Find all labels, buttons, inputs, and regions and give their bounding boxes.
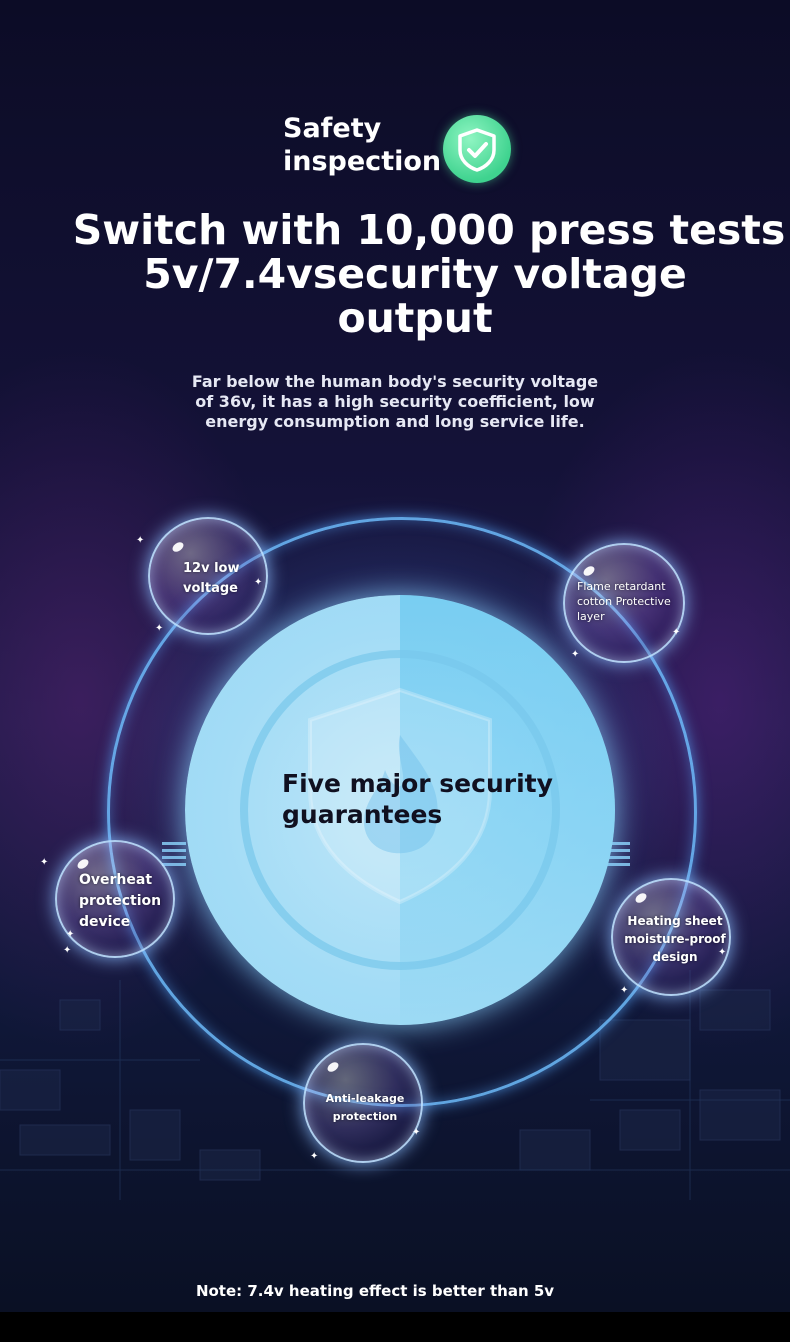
headline-line1: Switch with 10,000 press tests [72, 206, 786, 254]
sparkle-icon: ✦ [40, 857, 49, 868]
headline: Switch with 10,000 press tests 5v/7.4vse… [40, 208, 790, 340]
feature-label: Anti-leakage protection [313, 1090, 417, 1126]
feature-label-line: voltage [183, 581, 238, 596]
headline-line3: output [337, 294, 493, 342]
feature-label-line: layer [577, 610, 605, 623]
feature-bubble-overheat-protection: Overheat protection device [55, 840, 175, 958]
left-stripes-decoration [162, 842, 186, 872]
sparkle-icon: ✦ [155, 623, 164, 634]
bubble-highlight [633, 891, 649, 905]
sparkle-icon: ✦ [66, 929, 75, 940]
bubble-highlight [581, 564, 597, 578]
feature-bubble-moisture-proof: Heating sheet moisture-proof design [611, 878, 731, 996]
feature-label: Flame retardant cotton Protective layer [577, 579, 683, 624]
feature-label-line: cotton Protective [577, 595, 671, 608]
bottom-strip [0, 1312, 790, 1342]
feature-label: Heating sheet moisture-proof design [623, 912, 727, 966]
badge-label-line1: Safety [283, 113, 382, 144]
badge-label-line2: inspection [283, 146, 442, 177]
feature-label-line: Overheat [79, 872, 153, 888]
bubble-highlight [75, 857, 91, 871]
sparkle-icon: ✦ [718, 947, 727, 958]
center-title: Five major security guarantees [282, 768, 582, 830]
sparkle-icon: ✦ [63, 945, 72, 956]
page-background: Safety inspection Switch with 10,000 pre… [0, 0, 790, 1312]
right-stripes-decoration [606, 842, 630, 872]
feature-label-line: Heating sheet [627, 914, 723, 928]
feature-label-line: device [79, 914, 131, 930]
feature-label-line: Anti-leakage [325, 1092, 405, 1105]
feature-label-line: 12v low [183, 561, 240, 576]
feature-label-line: Flame retardant [577, 580, 666, 593]
description-text: Far below the human body's security volt… [191, 372, 599, 431]
sparkle-icon: ✦ [136, 535, 145, 546]
sparkle-icon: ✦ [620, 985, 629, 996]
feature-label-line: design [652, 950, 698, 964]
circuit-board-background [0, 970, 790, 1200]
feature-bubble-anti-leakage: Anti-leakage protection [303, 1043, 423, 1163]
sparkle-icon: ✦ [412, 1127, 421, 1138]
shield-check-icon [443, 115, 511, 183]
feature-bubble-low-voltage: 12v low voltage [148, 517, 268, 635]
sparkle-icon: ✦ [254, 577, 263, 588]
bubble-highlight [170, 540, 186, 554]
safety-inspection-label: Safety inspection [283, 112, 443, 178]
shield-flame-icon [308, 687, 492, 905]
feature-label-line: protection [79, 893, 162, 909]
center-title-line2: guarantees [282, 800, 443, 829]
center-inner-ring [240, 650, 560, 970]
headline-line2: 5v/7.4vsecurity voltage [143, 250, 687, 298]
center-title-line1: Five major security [282, 769, 553, 798]
feature-label: Overheat protection device [79, 870, 169, 933]
footnote: Note: 7.4v heating effect is better than… [195, 1282, 555, 1300]
sparkle-icon: ✦ [672, 627, 681, 638]
feature-label-line: moisture-proof [624, 932, 726, 946]
feature-label: 12v low voltage [183, 559, 263, 599]
sparkle-icon: ✦ [310, 1151, 319, 1162]
sparkle-icon: ✦ [571, 649, 580, 660]
bubble-highlight [325, 1060, 341, 1074]
feature-label-line: protection [332, 1110, 398, 1123]
feature-bubble-flame-retardant: Flame retardant cotton Protective layer [563, 543, 685, 663]
